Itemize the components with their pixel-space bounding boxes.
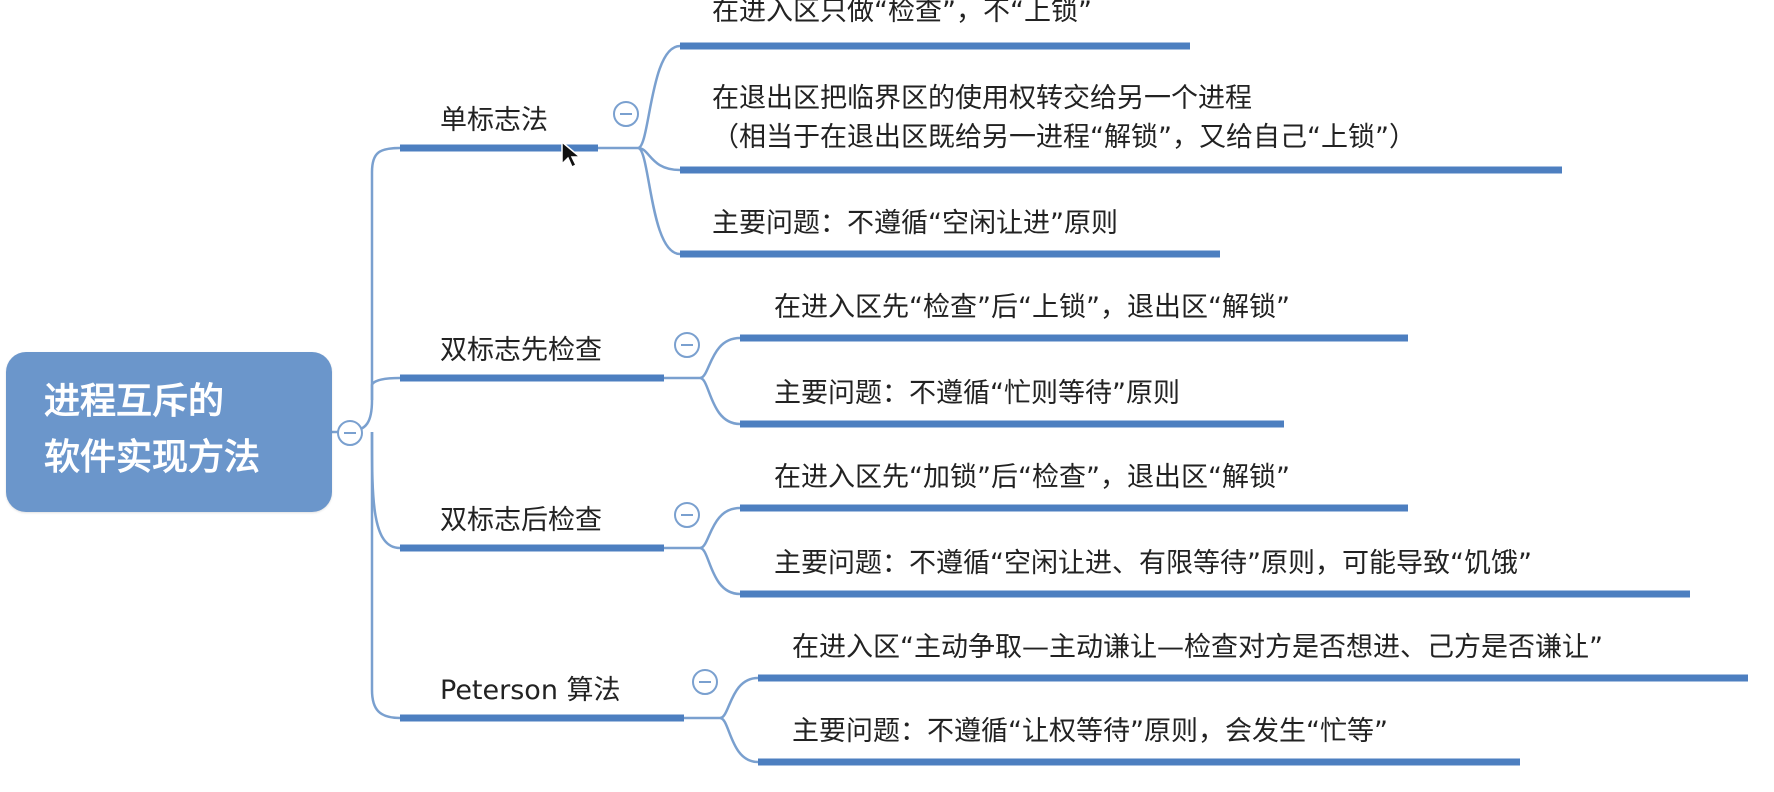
leaf-3-1[interactable]: 在进入区先“加锁”后“检查”，退出区“解锁” [774,462,1290,493]
root-collapse-icon[interactable] [337,420,363,446]
branch-3-collapse-icon[interactable] [674,502,700,528]
leaf-1-2-line1[interactable]: 在退出区把临界区的使用权转交给另一个进程 [712,83,1252,114]
leaf-1-3[interactable]: 主要问题：不遵循“空闲让进”原则 [712,208,1118,239]
mouse-pointer-icon [561,140,582,169]
connector-branch-3 [370,431,401,550]
branch-label-peterson[interactable]: Peterson 算法 [440,675,621,706]
branch-label-dual-flag-check-first[interactable]: 双标志先检查 [440,335,602,366]
leaf-4-2[interactable]: 主要问题：不遵循“让权等待”原则，会发生“忙等” [792,716,1388,747]
leaf-1-2-line2[interactable]: （相当于在退出区既给另一进程“解锁”，又给自己“上锁”） [712,122,1416,153]
leaf-2-1[interactable]: 在进入区先“检查”后“上锁”，退出区“解锁” [774,292,1290,323]
root-label-line2: 软件实现方法 [44,437,261,478]
branch-4-collapse-icon[interactable] [692,669,718,695]
root-node[interactable] [6,352,332,512]
connector-branch-2 [370,376,401,400]
connector-branch-4 [370,432,401,720]
leaf-3-2[interactable]: 主要问题：不遵循“空闲让进、有限等待”原则，可能导致“饥饿” [774,548,1532,579]
leaf-4-1[interactable]: 在进入区“主动争取—主动谦让—检查对方是否想进、己方是否谦让” [792,632,1603,663]
branch-2-collapse-icon[interactable] [674,332,700,358]
branch-label-dual-flag-check-after[interactable]: 双标志后检查 [440,505,602,536]
branch-label-single-flag[interactable]: 单标志法 [440,105,548,136]
leaf-2-2[interactable]: 主要问题：不遵循“忙则等待”原则 [774,378,1180,409]
root-node-label: 进程互斥的 软件实现方法 [44,374,324,486]
root-label-line1: 进程互斥的 [44,381,225,422]
branch-1-collapse-icon[interactable] [613,101,639,127]
leaf-1-1[interactable]: 在进入区只做“检查”，不“上锁” [712,0,1092,27]
